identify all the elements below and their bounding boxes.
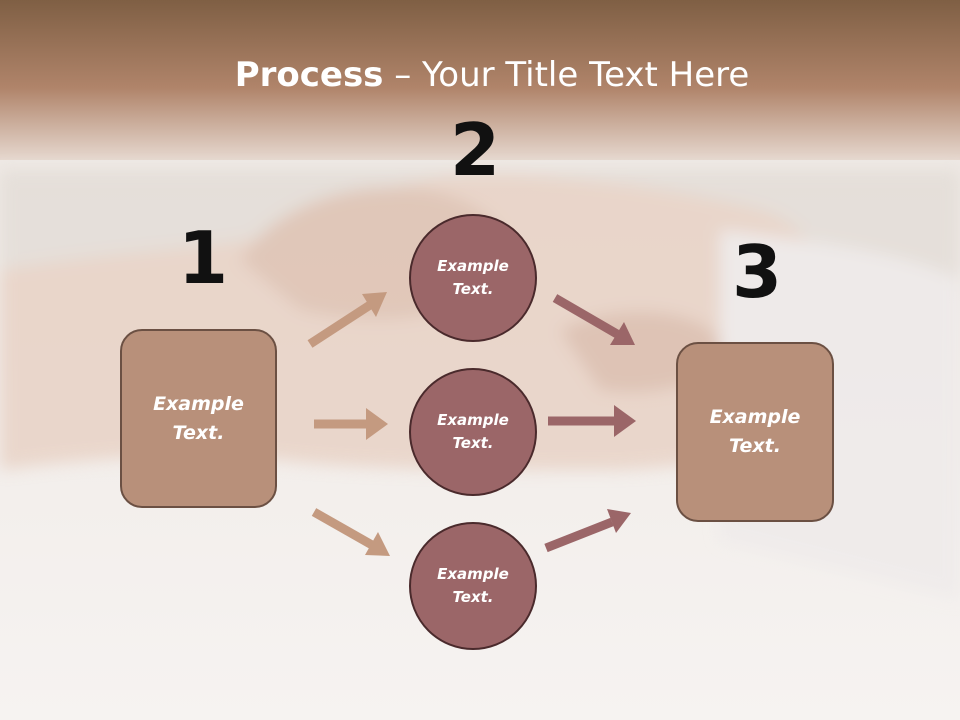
step-2-circle-bottom-text: Example Text. — [437, 565, 509, 606]
arrow-top-to-right — [552, 294, 635, 345]
step-1-box: Example Text. — [120, 329, 277, 508]
step-3-text: Example Text. — [709, 406, 801, 457]
arrow-middle-to-right — [548, 405, 636, 437]
step-number-3: 3 — [732, 230, 783, 314]
step-number-1: 1 — [178, 216, 229, 300]
step-2-circle-top: Example Text. — [409, 214, 537, 342]
arrow-left-to-middle — [314, 408, 388, 440]
step-3-box: Example Text. — [676, 342, 834, 522]
arrow-left-to-bottom — [311, 508, 390, 556]
arrow-bottom-to-right — [544, 509, 631, 553]
step-2-circle-middle: Example Text. — [409, 368, 537, 496]
title-bold: Process — [234, 55, 384, 95]
step-2-circle-middle-text: Example Text. — [437, 411, 509, 452]
title-rest: – Your Title Text Here — [383, 55, 750, 95]
arrow-left-to-top — [307, 292, 387, 348]
step-2-circle-bottom: Example Text. — [409, 522, 537, 650]
step-number-2: 2 — [450, 108, 501, 192]
step-2-circle-top-text: Example Text. — [437, 257, 509, 298]
step-1-text: Example Text. — [153, 392, 244, 444]
page-title: Process – Your Title Text Here — [0, 52, 960, 98]
